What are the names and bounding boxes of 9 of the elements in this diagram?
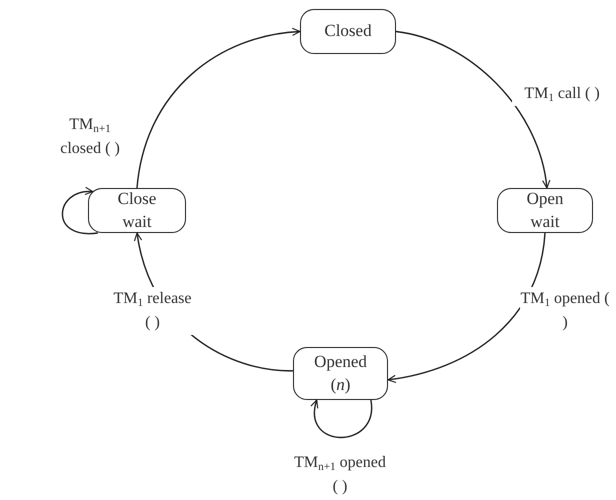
transition-arrow <box>396 30 550 189</box>
transition-arrow <box>311 399 372 438</box>
state-box: Closed <box>300 9 396 54</box>
state-box: Close wait <box>88 188 186 233</box>
transition-arrow <box>136 28 301 188</box>
transition-arrow <box>62 188 98 234</box>
state-box: Opened (n) <box>293 347 388 400</box>
transition-arrow <box>387 232 546 383</box>
state-box: Open wait <box>497 188 593 233</box>
